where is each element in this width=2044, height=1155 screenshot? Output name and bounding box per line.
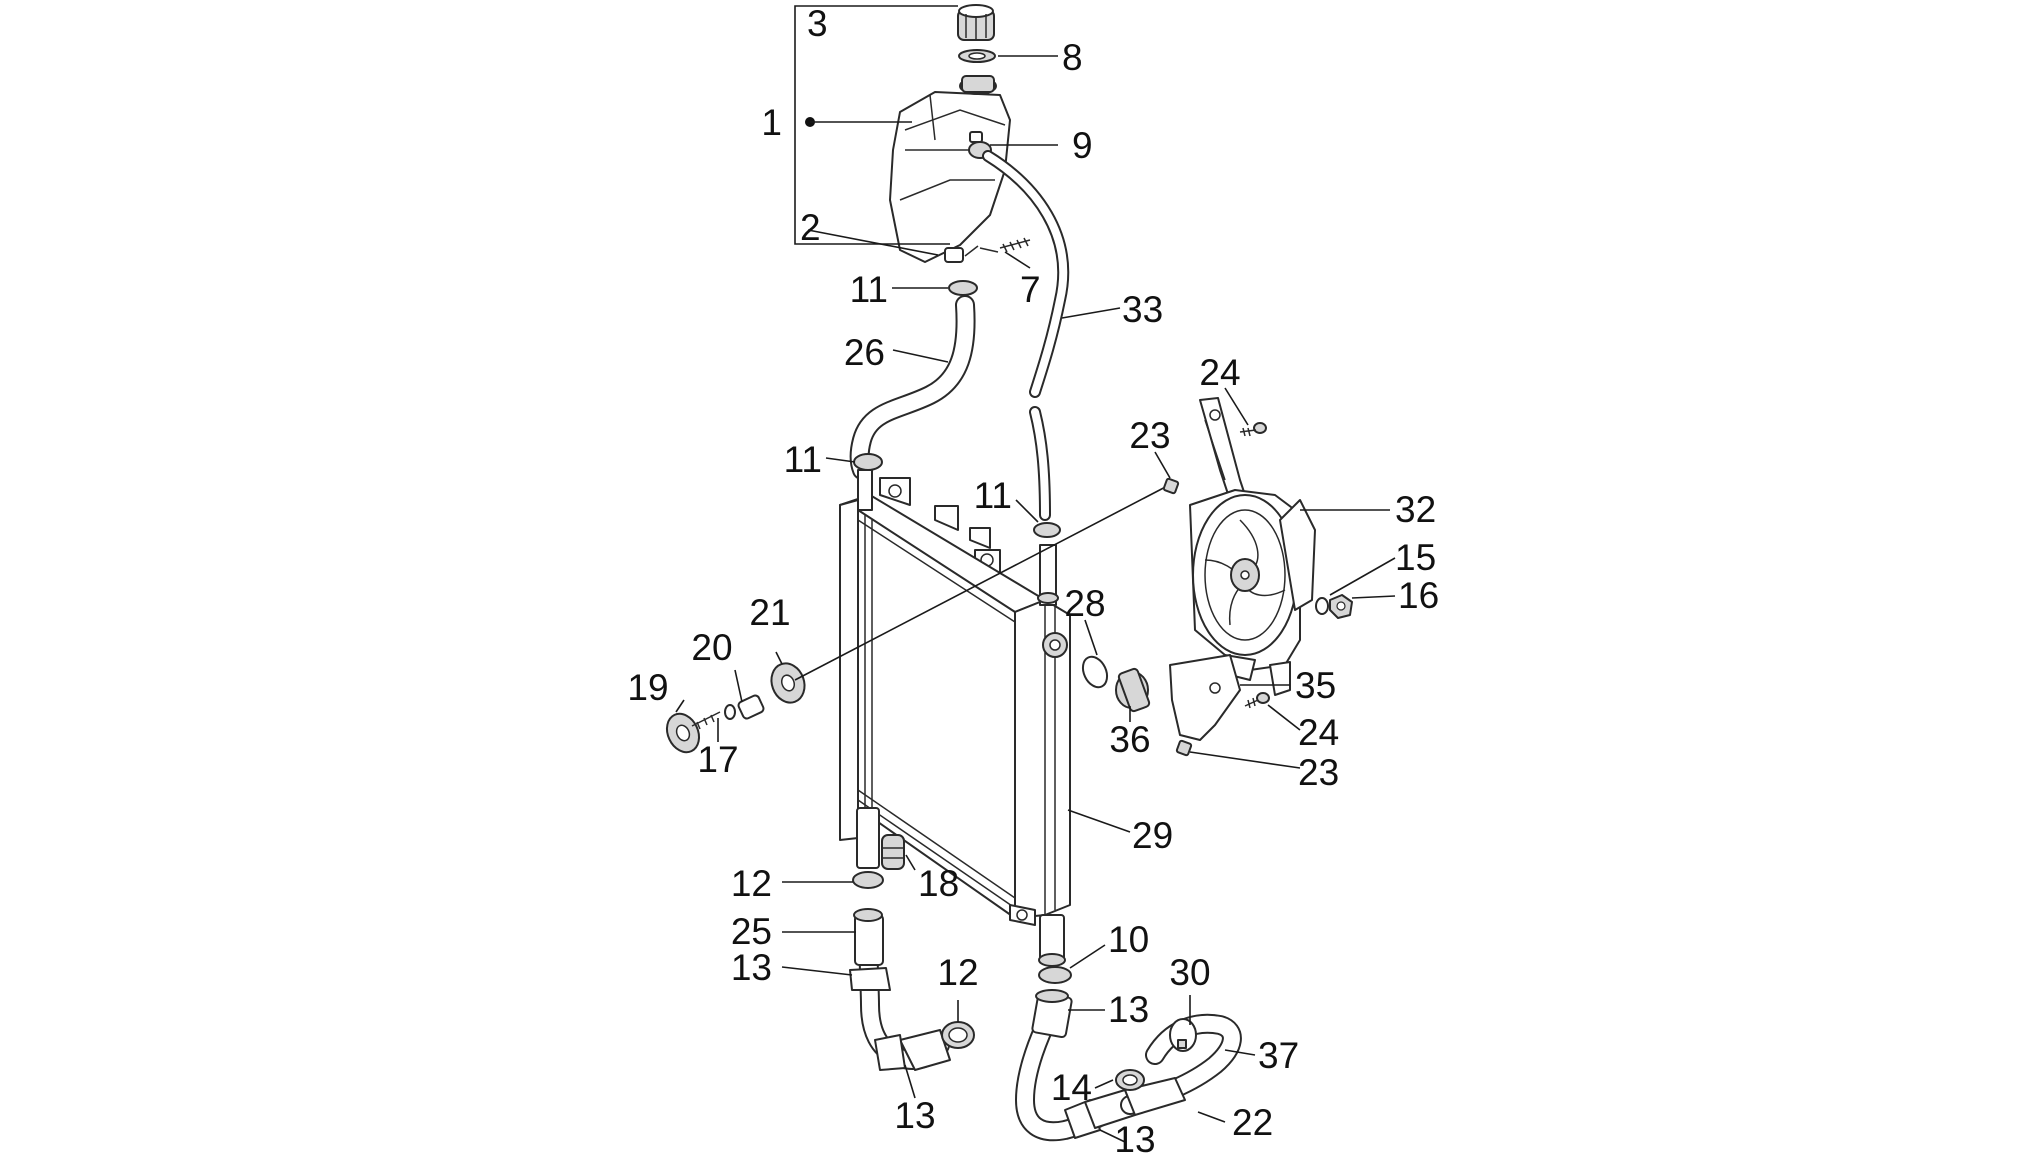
hose-clamp-10 [1038,966,1072,984]
callout-19: 19 [627,667,668,708]
fan-bolt-upper [1239,422,1267,437]
hose-clamp-14 [1115,1069,1145,1091]
hose-clamp-11-right [1033,522,1061,538]
callout-9: 9 [1072,125,1093,166]
callout-28: 28 [1064,583,1105,624]
radiator-mount-hardware [665,662,806,754]
tank-body [889,75,1011,263]
callout-13-left: 13 [731,947,772,988]
tank-cap [957,4,995,41]
o-ring [1081,655,1109,689]
fan-cover-plate [1169,654,1241,741]
cooling-fan-assembly [1189,397,1316,696]
fan-nut [1329,594,1353,619]
hose-clamp-30 [1169,1018,1197,1052]
mount-axis-line [794,481,1176,681]
callout-13-mid: 13 [1108,989,1149,1030]
callout-24-bottom: 24 [1298,712,1339,753]
callout-30: 30 [1169,952,1210,993]
callout-36: 36 [1109,719,1150,760]
callout-33: 33 [1122,289,1163,330]
callout-8: 8 [1062,37,1083,78]
callout-23-top: 23 [1129,415,1170,456]
callout-14: 14 [1051,1067,1092,1108]
callout-13-bottom-right: 13 [1114,1119,1155,1155]
callout-1: 3 [807,3,828,44]
fan-nut-lower [1175,739,1193,757]
tank-bottom-fitting [944,237,1031,263]
callout-26: 26 [844,332,885,373]
callout-20: 20 [691,627,732,668]
overflow-vent-tube [982,150,1070,521]
fan-nut-upper [1162,477,1180,495]
callout-22: 22 [1232,1102,1273,1143]
callout-37: 37 [1258,1035,1299,1076]
leader-lines [675,5,1396,1143]
callout-35: 35 [1295,665,1336,706]
drain-plug [1115,667,1151,713]
radiator [839,469,1071,967]
callout-32: 32 [1395,489,1436,530]
callout-23-bottom: 23 [1298,752,1339,793]
callout-29: 29 [1132,815,1173,856]
assembly-bracket [794,5,808,245]
callout-21: 21 [749,592,790,633]
fan-bolt-lower [1244,692,1270,709]
callout-12-left: 12 [731,863,772,904]
callout-12-right: 12 [937,952,978,993]
hose-clamp-11-upper [948,280,978,296]
callout-11-top: 11 [850,269,888,310]
callout-11-right: 11 [974,475,1012,516]
callout-11-left: 11 [784,439,822,480]
callout-16: 16 [1398,575,1439,616]
tank-to-radiator-hose [849,295,976,480]
hose-clamp-12-left [852,871,884,889]
fan-washer [1315,597,1329,615]
callout-2: 2 [800,207,821,248]
lower-left-hose [849,908,951,1071]
callout-13-bottom-left: 13 [894,1095,935,1136]
callout-24-top: 24 [1199,352,1240,393]
hose-clamp-12-elbow [941,1021,975,1049]
callout-10: 10 [1108,919,1149,960]
callout-25: 25 [731,911,772,952]
callout-1: 1 [761,102,782,143]
radiator-grommet [881,834,905,870]
callout-labels: 3 8 1 9 2 11 7 33 26 24 23 11 11 32 15 1… [627,3,1439,1155]
expansion-tank-assembly [794,4,1031,263]
hose-clamp-11-left [853,453,883,471]
callout-7: 7 [1020,269,1041,310]
callout-15: 15 [1395,537,1436,578]
callout-17: 17 [697,739,738,780]
callout-18: 18 [918,863,959,904]
